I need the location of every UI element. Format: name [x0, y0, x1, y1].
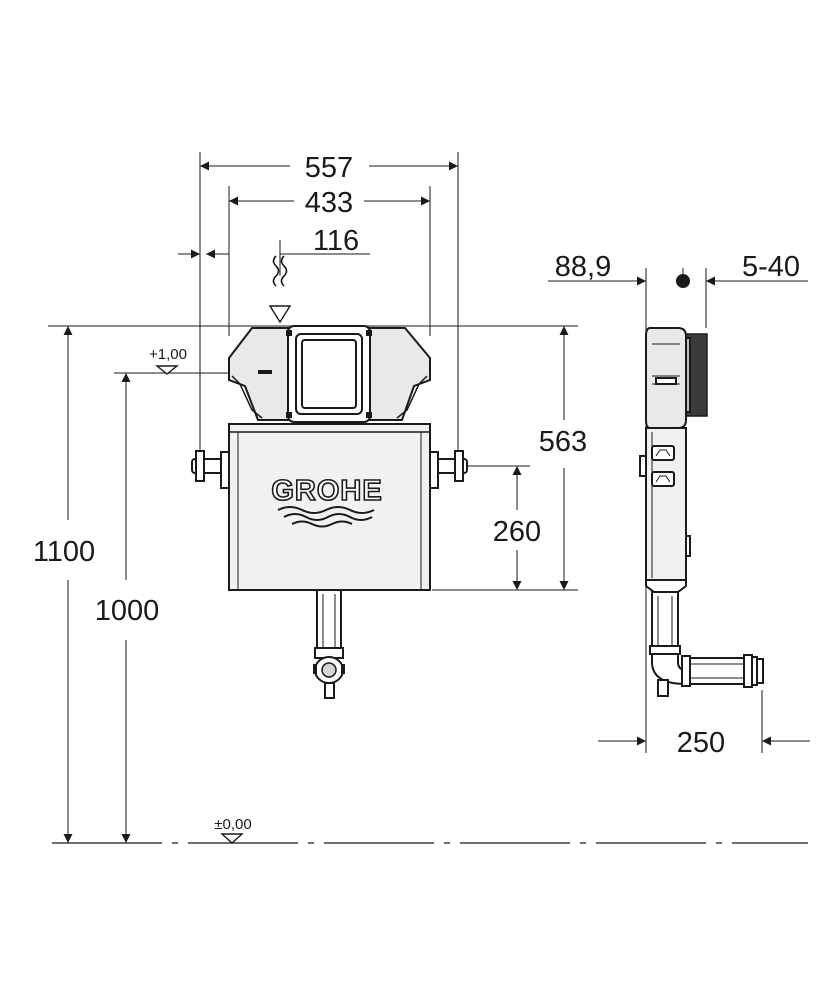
cistern-tank: [228, 423, 431, 591]
brand-logo-text: GROHE: [271, 475, 382, 507]
side-view: 88,9 5-40 250: [548, 251, 810, 759]
front-view: 557 433 116 1100 1000 563: [33, 152, 587, 844]
cistern-front: GROHE: [191, 325, 468, 699]
level-upper-label: +1,00: [149, 346, 187, 363]
flush-wave-icon: [268, 255, 292, 324]
dim-563: 563: [539, 326, 587, 590]
dim-433-label: 433: [305, 187, 353, 219]
outlet-horizontal: [685, 657, 747, 685]
dim-557-label: 557: [305, 152, 353, 184]
dim-563-label: 563: [539, 426, 587, 458]
dim-433: 433: [229, 187, 430, 219]
dim-250-label: 250: [677, 727, 725, 759]
dim-1100: 1100: [33, 326, 95, 843]
dim-1000: 1000: [95, 373, 160, 843]
outlet-pipe-front: [316, 589, 342, 655]
outlet-pipe-side: [651, 591, 679, 651]
dim-1100-label: 1100: [33, 536, 95, 568]
level-marker-upper: +1,00: [149, 346, 187, 375]
cistern-side: [639, 327, 764, 697]
dim-88-9-label: 88,9: [555, 251, 611, 283]
dim-1000-label: 1000: [95, 595, 160, 627]
dim-116-label: 116: [313, 225, 359, 257]
level-marker-floor: ±0,00: [214, 816, 252, 844]
dim-557: 557: [200, 152, 458, 184]
dim-260: 260: [493, 466, 541, 590]
dim-260-label: 260: [493, 516, 541, 548]
level-floor-label: ±0,00: [214, 816, 251, 833]
dim-88-9: 88,9: [548, 251, 646, 286]
dim-5-40: 5-40: [676, 251, 808, 288]
dim-5-40-label: 5-40: [742, 251, 800, 283]
dim-116: 116: [178, 225, 370, 259]
grohe-wave-icon: [277, 506, 375, 528]
dim-250: 250: [598, 727, 810, 759]
